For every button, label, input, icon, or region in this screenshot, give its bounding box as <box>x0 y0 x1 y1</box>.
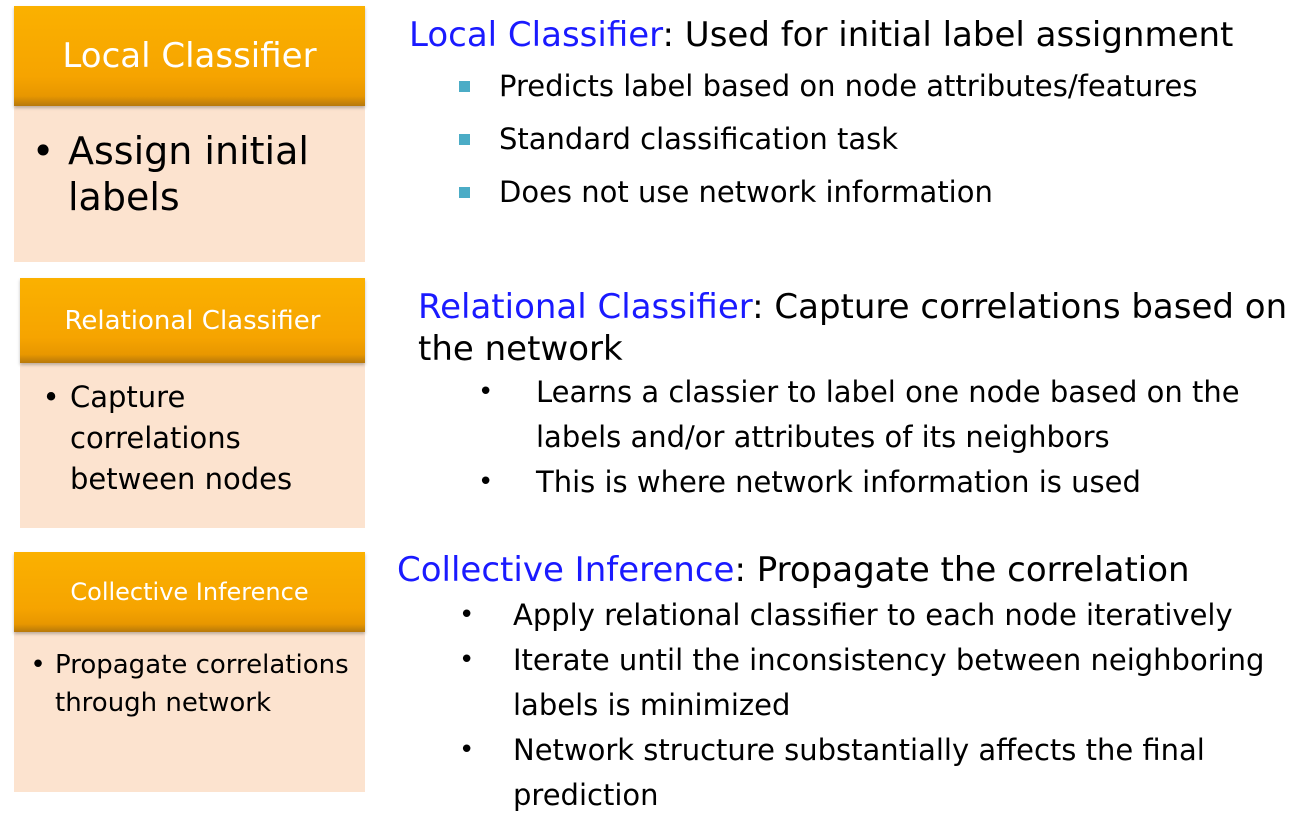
collective-inference-card: Collective Inference Propagate correlati… <box>14 552 365 792</box>
list-item: •This is where network information is us… <box>478 465 1141 499</box>
list-item: Predicts label based on node attributes/… <box>409 60 1289 113</box>
local-classifier-term: Local Classifier <box>409 15 663 55</box>
collective-inference-section: Collective Inference: Propagate the corr… <box>397 549 1295 818</box>
list-item-text: Apply relational classifier to each node… <box>513 598 1233 632</box>
list-item-text: Iterate until the inconsistency between … <box>513 643 1265 722</box>
relational-classifier-term: Relational Classifier <box>418 287 753 327</box>
collective-inference-card-title: Collective Inference <box>14 552 365 632</box>
relational-classifier-section: Relational Classifier: Capture correlati… <box>418 286 1288 505</box>
relational-classifier-card-body: Capture correlations between nodes <box>20 363 365 528</box>
collective-inference-heading: Collective Inference: Propagate the corr… <box>397 549 1295 591</box>
collective-inference-card-body: Propagate correlations through network <box>14 632 365 792</box>
list-item: •Apply relational classifier to each nod… <box>459 598 1233 632</box>
collective-inference-heading-rest: : Propagate the correlation <box>734 550 1190 590</box>
local-classifier-heading-rest: : Used for initial label assignment <box>662 15 1234 55</box>
relational-classifier-card-title: Relational Classifier <box>20 278 365 363</box>
list-item-text: This is where network information is use… <box>536 465 1141 499</box>
local-classifier-section: Local Classifier: Used for initial label… <box>409 14 1289 219</box>
relational-classifier-card: Relational Classifier Capture correlatio… <box>20 278 365 528</box>
relational-classifier-heading: Relational Classifier: Capture correlati… <box>418 286 1288 370</box>
local-classifier-heading: Local Classifier: Used for initial label… <box>409 14 1289 56</box>
list-item: •Iterate until the inconsistency between… <box>459 643 1265 722</box>
list-item: •Network structure substantially affects… <box>459 733 1205 812</box>
local-classifier-card-body: Assign initial labels <box>14 106 365 262</box>
list-item-text: Learns a classier to label one node base… <box>536 375 1240 454</box>
list-item-text: Network structure substantially affects … <box>513 733 1205 812</box>
relational-classifier-card-bullet: Capture correlations between nodes <box>42 377 355 500</box>
list-item: •Learns a classier to label one node bas… <box>478 375 1240 454</box>
local-classifier-card-bullet: Assign initial labels <box>32 128 355 220</box>
local-classifier-card: Local Classifier Assign initial labels <box>14 6 365 262</box>
collective-inference-term: Collective Inference <box>397 550 735 590</box>
local-classifier-card-title: Local Classifier <box>14 6 365 106</box>
relational-classifier-heading-rest: : Capture correlations based on the netw… <box>418 287 1288 369</box>
list-item: Standard classification task <box>409 113 1289 166</box>
collective-inference-card-bullet: Propagate correlations through network <box>30 646 355 722</box>
list-item: Does not use network information <box>409 166 1289 219</box>
